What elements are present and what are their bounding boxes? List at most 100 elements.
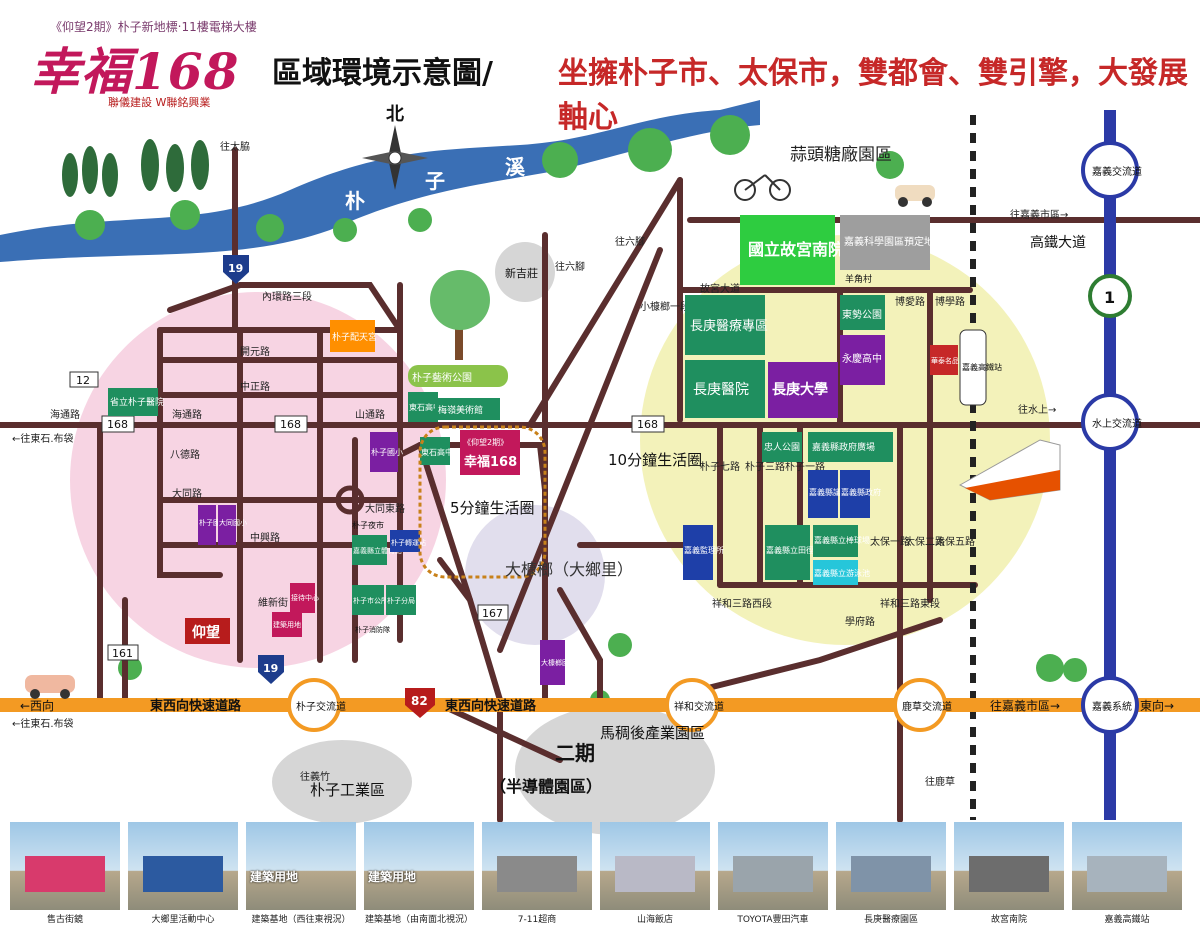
label-night-market: 朴子夜市 — [352, 520, 384, 530]
svg-text:嘉義系統: 嘉義系統 — [1092, 700, 1132, 713]
photo-caption: 山海飯店 — [636, 915, 673, 925]
photo-8: 長庚醫療園區 — [836, 822, 946, 930]
label-county-gov: 嘉義縣政府 — [841, 487, 881, 497]
block-puzi-junior — [198, 505, 216, 545]
route-19-shield-south: 19 — [258, 655, 284, 684]
label-xianghe-west: 祥和三路西段 — [712, 597, 772, 610]
label-to-shuishang: 往水上→ — [1018, 403, 1056, 416]
label-east: 東向→ — [1140, 698, 1174, 713]
photo-caption: 建築基地（西往東視況） — [251, 915, 351, 925]
logo-title: 幸福168 — [30, 42, 240, 101]
block-dongshi-high — [408, 392, 438, 422]
label-to-taibao: 往太脇 — [220, 140, 250, 153]
block-dongshi-high-2 — [420, 437, 450, 465]
label-dongshi-high: 東石高中 — [409, 402, 441, 412]
block-jianli — [683, 525, 713, 580]
bicycle-icon — [734, 174, 791, 201]
block-yangwang — [185, 618, 230, 644]
label-yangwang: 仰望 — [192, 624, 220, 641]
logo-tagline: 《仰望2期》朴子新地標‧11樓電梯大樓 — [50, 20, 257, 34]
label-science-park: 嘉義科學園區預定地 — [844, 235, 934, 248]
photo-2: 大鄉里活動中心 — [128, 822, 238, 930]
label-project-sub: 《仰望2期》 — [463, 437, 508, 447]
interchange-puzi: 朴子交流道 — [287, 678, 346, 732]
label-hsr-station: 嘉義高鐵站 — [962, 362, 1002, 372]
label-gugong-dadao: 故宮大道 — [700, 282, 740, 295]
route-1-shield: 1 — [1088, 274, 1132, 318]
label-hospital: 省立朴子醫院 — [110, 396, 164, 408]
five-minute-ring — [418, 425, 547, 579]
photo-caption: 長庚醫療園區 — [863, 915, 918, 925]
svg-text:嘉義交流道: 嘉義交流道 — [1092, 165, 1142, 178]
label-changgeng-yiyuan: 長庚醫院 — [693, 382, 749, 398]
label-dongshi-high-2: 東石高中 — [421, 447, 453, 457]
route-168-box-c — [631, 415, 665, 433]
label-changgeng-yiliao: 長庚醫療專區 — [690, 318, 768, 334]
label-expressway-west: 東西向快速道路 — [150, 698, 242, 714]
label-to-lucao: 往鹿草 — [925, 775, 955, 788]
cypress-icons — [62, 139, 209, 197]
label-fire: 朴子消防隊 — [355, 625, 390, 634]
block-gugong — [740, 215, 835, 285]
label-taibao2: 太保二路 — [905, 535, 945, 548]
label-huatai: 華泰名品城 — [931, 356, 966, 365]
block-peitian — [330, 320, 375, 352]
label-jianli: 嘉義監理所 — [684, 545, 724, 555]
photo-caption: 7-11超商 — [517, 915, 557, 925]
block-city-hall — [352, 585, 384, 615]
label-to-chiayi: 往嘉義市區→ — [1010, 208, 1068, 221]
svg-text:朴子交流道: 朴子交流道 — [296, 700, 346, 713]
block-track-field — [765, 525, 810, 580]
logo-developers: 聯儀建設 W聯銘興業 — [108, 96, 211, 109]
compass-icon — [362, 125, 428, 190]
block-zhongren-park — [762, 432, 802, 462]
interchange-jiayi: 嘉義交流道 — [1081, 141, 1142, 199]
title-slogan: 坐擁朴子市、太保市，雙都會、雙引擎，大發展軸心 — [558, 56, 1188, 135]
label-swimming: 嘉義縣立游泳池 — [814, 568, 870, 578]
label-maqiao: 馬稠後產業園區 — [600, 724, 705, 742]
svg-text:水上交流道: 水上交流道 — [1092, 417, 1142, 430]
block-land — [272, 612, 302, 637]
route-161: 161 — [112, 647, 133, 660]
roundabout — [335, 485, 365, 515]
label-to-dongshi: ←往東石.布袋 — [12, 432, 74, 445]
label-city-hall: 朴子市公所 — [353, 596, 388, 605]
label-neihuan: 內環路三段 — [262, 290, 312, 303]
route-168-b: 168 — [280, 418, 301, 431]
art-park-tree-icon — [430, 270, 490, 360]
label-puzi-junior: 朴子國中 — [199, 518, 227, 527]
label-haitong: 海通路 — [50, 408, 80, 421]
label-peitian: 朴子配天宮 — [332, 331, 377, 343]
label-xiaodongshan: 小槺榔一段 — [640, 300, 690, 313]
header: 《仰望2期》朴子新地標‧11樓電梯大樓 幸福168 聯儀建設 W聯銘興業 區域環… — [0, 0, 1200, 135]
title-main: 區域環境示意圖/ — [272, 56, 493, 91]
photo-strip: 售古街鏡 大鄉里活動中心 建築用地建築基地（西往東視況） 建築用地建築基地（由南… — [10, 822, 1190, 930]
block-huatai — [930, 345, 958, 375]
block-county-gov — [840, 470, 870, 518]
label-ten-minute: 10分鐘生活圈 — [608, 451, 702, 469]
block-dadong-elementary — [540, 640, 565, 685]
photo-3: 建築用地建築基地（西往東視況） — [246, 822, 356, 930]
car-icon-west — [25, 675, 75, 699]
river-label-2: 子 — [425, 169, 445, 193]
interchange-jiayi-system: 嘉義系統 — [1081, 676, 1139, 734]
block-hospital — [108, 388, 158, 416]
route-168-c: 168 — [637, 418, 658, 431]
label-police: 朴子分局 — [387, 596, 415, 605]
label-track-field: 嘉義縣立田徑場 — [766, 545, 822, 555]
label-zhongren-park: 忠人公園 — [764, 442, 800, 453]
block-dongshi-park — [840, 295, 885, 330]
label-puzi3: 朴子三路 — [745, 460, 785, 473]
photo-7: TOYOTA豐田汽車 — [718, 822, 828, 930]
block-art-park — [408, 365, 508, 387]
block-puzi-elementary — [370, 432, 398, 472]
hsr-train-icon — [958, 439, 1061, 501]
label-yangjiaocun: 羊角村 — [845, 273, 872, 285]
label-to-liujiao: 往六腳 — [555, 260, 585, 273]
label-puzi7: 朴子七路 — [700, 460, 740, 473]
block-reception — [290, 583, 315, 613]
label-gaotie-dadao: 高鐵大道 — [1030, 234, 1086, 251]
svg-text:祥和交流道: 祥和交流道 — [674, 700, 724, 713]
label-bade: 八德路 — [170, 448, 200, 461]
photo-10: 嘉義高鐵站 — [1072, 822, 1182, 930]
